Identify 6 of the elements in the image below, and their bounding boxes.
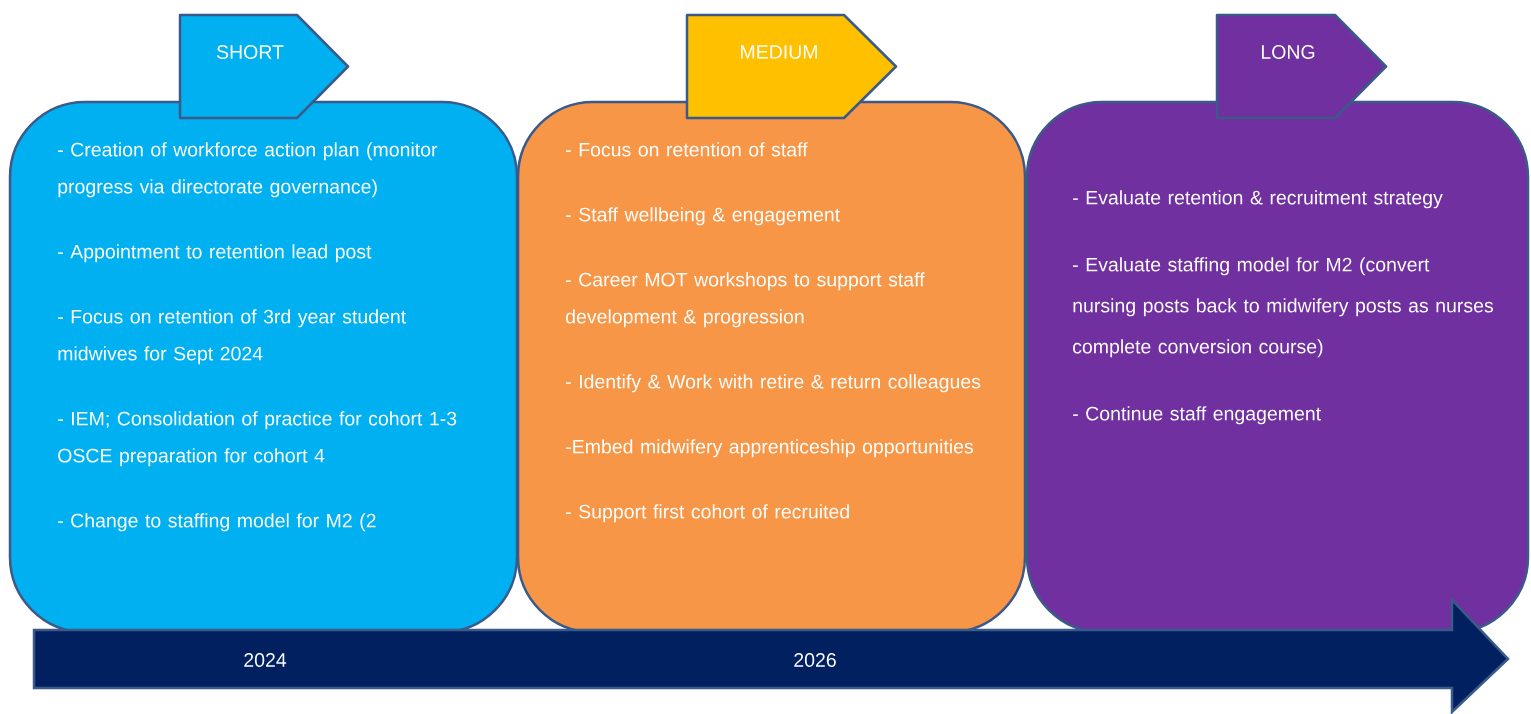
rounded-box: - Focus on retention of staff - Staff wellbeing & engagement - Career MOT workshops to support staff development & progression - Identify & Work with retire & return colleagues -Embed midwifery apprenticeship opportunities - Support first cohort of recruited xyxy=(516,100,1027,634)
pentagon-tag: MEDIUM xyxy=(685,13,898,120)
pentagon-tag: LONG xyxy=(1215,13,1388,120)
rounded-box: - Evaluate retention & recruitment strategy - Evaluate staffing model for M2 (convert nursing posts back to midwifery posts as nurses complete conversion course) - Continue staff engagement xyxy=(1025,100,1530,634)
rounded-box: - Creation of workforce action plan (monitor progress via directorate governance) - Appointment to retention lead post - Focus on retention of 3rd year student midwives for Sept 2024 - IEM; Consolidation of practice for cohort 1-3 OSCE preparation for cohort 4 - Change to staffing model for M2 (2 xyxy=(8,100,519,634)
pentagon-tag: SHORT xyxy=(178,13,350,120)
